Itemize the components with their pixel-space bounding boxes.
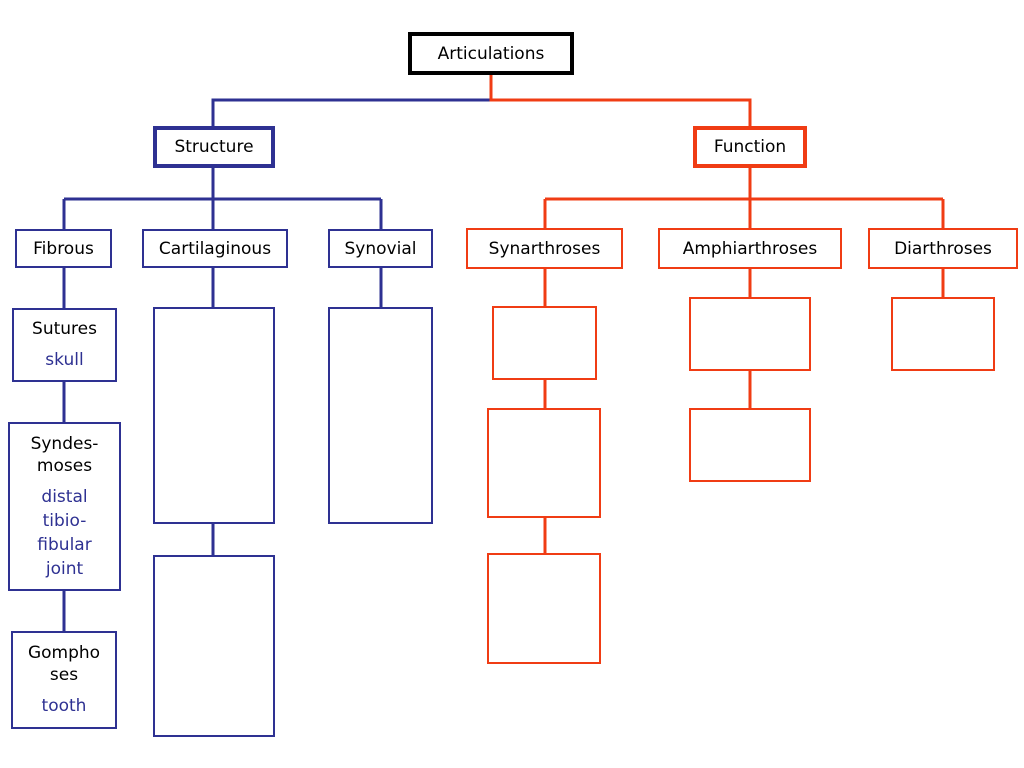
gomphoses-node: Gompho ses tooth: [11, 631, 117, 729]
syndesmoses-example-line1: distal: [41, 486, 88, 507]
articulations-node: Articulations: [408, 32, 574, 75]
synovial-node: Synovial: [328, 229, 433, 268]
syndesmoses-label-line1: Syndes-: [30, 433, 99, 454]
cartilaginous-label: Cartilaginous: [158, 238, 272, 259]
gomphoses-example: tooth: [41, 696, 87, 716]
synarthroses-node: Synarthroses: [466, 228, 623, 269]
syndesmoses-label-line2: moses: [36, 455, 93, 476]
connector-root-function: [489, 73, 752, 128]
amphiarthroses-node: Amphiarthroses: [658, 228, 842, 269]
fibrous-label: Fibrous: [33, 238, 94, 259]
syndesmoses-example-line4: joint: [45, 558, 84, 579]
connector-root-structure: [211, 73, 493, 128]
gomphoses-label-line2: ses: [49, 665, 79, 685]
sutures-node: Sutures skull: [12, 308, 117, 382]
synarthroses-blank-box-1: [492, 306, 597, 380]
diarthroses-blank-box: [891, 297, 995, 371]
gomphoses-label-line1: Gompho: [27, 643, 101, 663]
syndesmoses-example-line3: fibular: [37, 534, 92, 555]
amphiarthroses-blank-box-1: [689, 297, 811, 371]
structure-node: Structure: [153, 126, 275, 168]
amphiarthroses-blank-box-2: [689, 408, 811, 482]
sutures-example: skull: [45, 350, 84, 370]
amphiarthroses-label: Amphiarthroses: [682, 238, 818, 259]
syndesmoses-node: Syndes- moses distal tibio- fibular join…: [8, 422, 121, 591]
fibrous-node: Fibrous: [15, 229, 112, 268]
articulations-label: Articulations: [437, 43, 545, 64]
syndesmoses-example-line2: tibio-: [42, 510, 87, 531]
structure-label: Structure: [174, 137, 254, 157]
synarthroses-blank-box-3: [487, 553, 601, 664]
diarthroses-node: Diarthroses: [868, 228, 1018, 269]
synarthroses-blank-box-2: [487, 408, 601, 518]
function-node: Function: [693, 126, 807, 168]
cartilaginous-blank-box-1: [153, 307, 275, 524]
synarthroses-label: Synarthroses: [488, 238, 601, 259]
synovial-label: Synovial: [344, 238, 417, 259]
diarthroses-label: Diarthroses: [894, 238, 992, 259]
sutures-label: Sutures: [32, 319, 97, 339]
synovial-blank-box: [328, 307, 433, 524]
cartilaginous-blank-box-2: [153, 555, 275, 737]
function-label: Function: [713, 137, 787, 157]
cartilaginous-node: Cartilaginous: [142, 229, 288, 268]
